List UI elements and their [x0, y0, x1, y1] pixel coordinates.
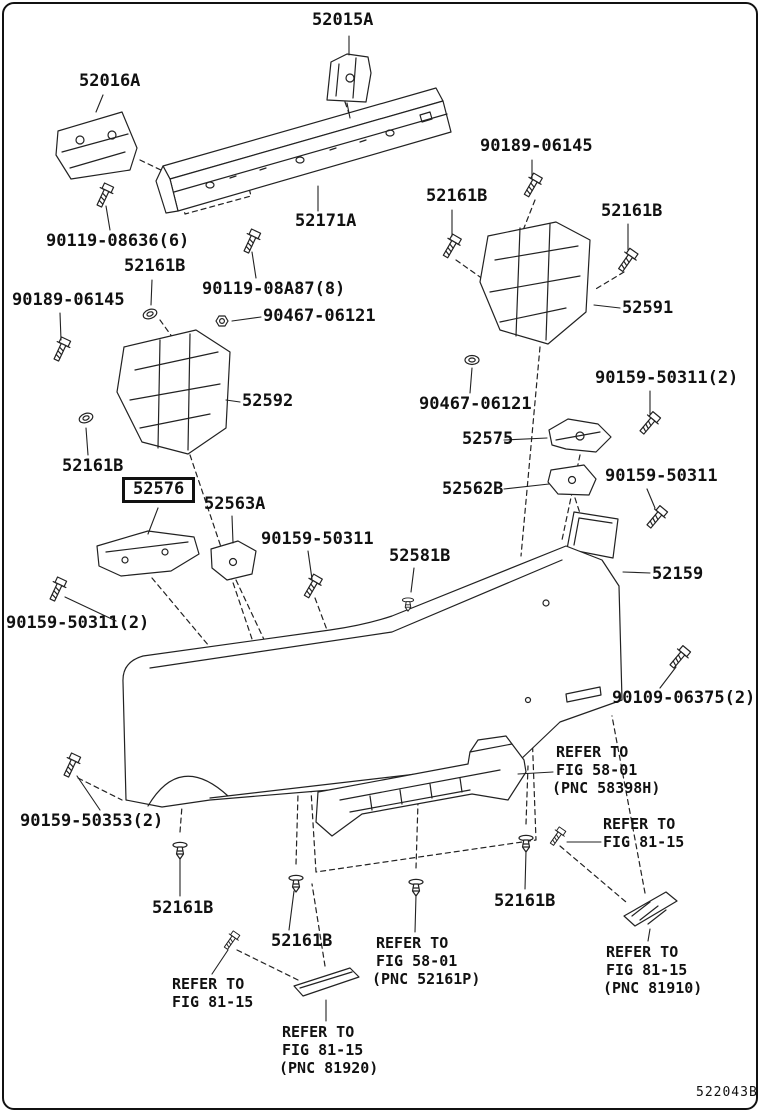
part-label-90119-08a87[interactable]: 90119-08A87(8) — [202, 279, 346, 299]
part-label-52161b-4[interactable]: 52161B — [62, 456, 124, 476]
bolt-icon — [642, 503, 670, 532]
part-label-90159-50311-3[interactable]: 90159-50311 — [261, 529, 374, 549]
part-label-52171a[interactable]: 52171A — [295, 211, 357, 231]
part-label-52016a[interactable]: 52016A — [79, 71, 141, 91]
bolt-icon — [59, 751, 84, 780]
part-label-90109-06375[interactable]: 90109-06375(2) — [612, 688, 756, 708]
reflector-right — [623, 891, 678, 927]
bracket-52016a — [55, 111, 138, 180]
part-label-52581b[interactable]: 52581B — [389, 546, 451, 566]
refer-note-81-15-left-line2: FIG 81-15 — [172, 993, 254, 1011]
bumper-corner-flap — [566, 511, 619, 559]
refer-note-58-01-center-line1: REFER TO — [376, 934, 449, 952]
refer-note-58-01-center-line3: (PNC 52161P) — [372, 970, 481, 988]
refer-note-81-15-right-line1: REFER TO — [603, 815, 676, 833]
refer-note-58-01-rear-line2: FIG 58-01 — [556, 761, 638, 779]
part-label-90159-50353[interactable]: 90159-50353(2) — [20, 811, 164, 831]
screw-icon — [220, 929, 242, 952]
rear-bumper-cover-52159 — [122, 545, 623, 808]
bolt-icon — [438, 232, 464, 261]
bolt-icon — [614, 246, 641, 275]
bolt-icon — [665, 643, 693, 672]
part-label-52575[interactable]: 52575 — [462, 429, 514, 449]
bracket-52015a — [326, 53, 372, 103]
figure-code: 522043B — [696, 1085, 758, 1100]
part-label-52161b-2[interactable]: 52161B — [601, 201, 663, 221]
refer-note-81-15-left-line1: REFER TO — [172, 975, 245, 993]
refer-note-81-15-right-line2: FIG 81-15 — [603, 833, 685, 851]
bolt-icon — [239, 227, 264, 256]
leader-lines — [59, 35, 677, 1022]
refer-note-58-01-rear-line3: (PNC 58398H) — [552, 779, 661, 797]
push-clip-icon — [288, 874, 304, 893]
bracket-52563a — [210, 540, 257, 581]
nut-icon — [215, 315, 229, 327]
refer-note-81-15-pnc81910-line2: FIG 81-15 — [606, 961, 688, 979]
part-label-52159[interactable]: 52159 — [652, 564, 704, 584]
part-label-90159-50311-1[interactable]: 90159-50311(2) — [595, 368, 739, 388]
part-label-52015a[interactable]: 52015A — [312, 10, 374, 30]
part-label-52562b[interactable]: 52562B — [442, 479, 504, 499]
part-label-90159-50311-2[interactable]: 90159-50311 — [605, 466, 718, 486]
push-clip-icon — [172, 841, 188, 860]
bracket-52562b — [547, 464, 597, 496]
push-clip-icon — [408, 878, 424, 897]
bracket-52575 — [548, 418, 612, 453]
part-label-52576-highlighted[interactable]: 52576 — [122, 477, 196, 503]
retainer-52591 — [479, 221, 591, 345]
part-label-90119-08636[interactable]: 90119-08636(6) — [46, 231, 190, 251]
refer-note-81-15-pnc81910-line1: REFER TO — [606, 943, 679, 961]
refer-note-58-01-rear-line1: REFER TO — [556, 743, 629, 761]
refer-note-81-15-pnc81920-line1: REFER TO — [282, 1023, 355, 1041]
part-label-52161b-6[interactable]: 52161B — [494, 891, 556, 911]
part-label-90467-06121-1[interactable]: 90467-06121 — [263, 306, 376, 326]
refer-note-81-15-pnc81920-line3: (PNC 81920) — [279, 1059, 379, 1077]
part-label-52592[interactable]: 52592 — [242, 391, 294, 411]
retainer-52592 — [116, 329, 231, 455]
part-label-52161b-3[interactable]: 52161B — [124, 256, 186, 276]
part-label-90467-06121-2[interactable]: 90467-06121 — [419, 394, 532, 414]
part-label-52161b-1[interactable]: 52161B — [426, 186, 488, 206]
push-clip-icon — [518, 834, 534, 853]
grommet-icon — [141, 306, 159, 322]
part-label-52161b-5[interactable]: 52161B — [152, 898, 214, 918]
bracket-52576 — [96, 530, 200, 577]
screw-icon — [546, 825, 568, 848]
bolt-icon — [45, 575, 70, 604]
refer-note-58-01-center-line2: FIG 58-01 — [376, 952, 458, 970]
part-label-52591[interactable]: 52591 — [622, 298, 674, 318]
part-label-90159-50311-4[interactable]: 90159-50311(2) — [6, 613, 150, 633]
bolt-icon — [635, 409, 663, 438]
part-label-90189-06145-2[interactable]: 90189-06145 — [12, 290, 125, 310]
reflector-left — [293, 967, 360, 997]
lower-valance — [315, 735, 527, 837]
part-label-52161b-7[interactable]: 52161B — [271, 931, 333, 951]
refer-note-81-15-pnc81910-line3: (PNC 81910) — [603, 979, 703, 997]
bolt-icon — [92, 181, 117, 210]
part-label-90189-06145-1[interactable]: 90189-06145 — [480, 136, 593, 156]
reinforcement-bar-52171a — [155, 87, 452, 214]
grommet-icon — [77, 410, 95, 426]
part-label-52563a[interactable]: 52563A — [204, 494, 266, 514]
refer-note-81-15-pnc81920-line2: FIG 81-15 — [282, 1041, 364, 1059]
grommet-icon — [464, 354, 480, 366]
